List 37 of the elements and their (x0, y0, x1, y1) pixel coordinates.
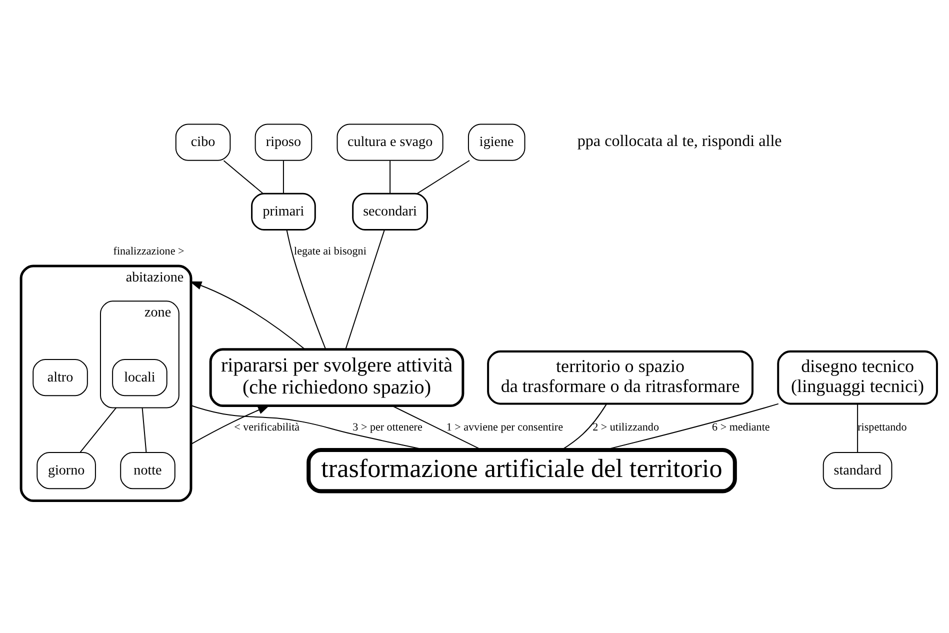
connector (286, 230, 326, 350)
edge-label: < verificabilità (234, 422, 300, 434)
edge-label: 3 > per ottenere (352, 422, 422, 434)
node-box: notte (120, 452, 175, 490)
edge-label: 6 > mediante (712, 422, 770, 434)
connector (856, 404, 858, 452)
node-box: igiene (467, 124, 525, 161)
edge-label: finalizzazione > (112, 246, 184, 258)
edge-label: 1 > avviene per consentire (446, 422, 562, 434)
connector (141, 408, 146, 452)
node-box: ripararsi per svolgere attività (che richiedono spazio) (208, 348, 464, 407)
arrow (189, 281, 305, 350)
node-box: cultura e svago (336, 124, 443, 161)
connector (416, 160, 470, 194)
connector (389, 160, 390, 194)
node-box: cibo (174, 124, 230, 161)
connector (560, 404, 607, 450)
connector (392, 405, 482, 450)
node-box: altro (32, 358, 88, 396)
edge-label: legate ai bisogni (294, 246, 366, 258)
connector (344, 230, 384, 350)
node-box: trasformazione artificiale del territorio (306, 448, 736, 494)
node-box: secondari (352, 192, 428, 231)
node-box: standard (822, 452, 892, 490)
node-box: territorio o spazio da trasformare o da ritrasformare (486, 350, 753, 405)
arrow (190, 405, 270, 445)
edge-label: 2 > utilizzando (592, 422, 658, 434)
edge-label: rispettando (857, 422, 906, 434)
node-box: riposo (254, 124, 312, 161)
node-box: disegno tecnico (linguaggi tecnici) (776, 350, 938, 405)
label: ppa collocata al te, rispondi alle (576, 133, 782, 150)
connector (222, 160, 263, 194)
node-box: primari (250, 192, 316, 231)
node-box: giorno (36, 452, 96, 490)
node-box: locali (112, 358, 167, 396)
connector (79, 407, 116, 453)
connector (282, 160, 284, 194)
